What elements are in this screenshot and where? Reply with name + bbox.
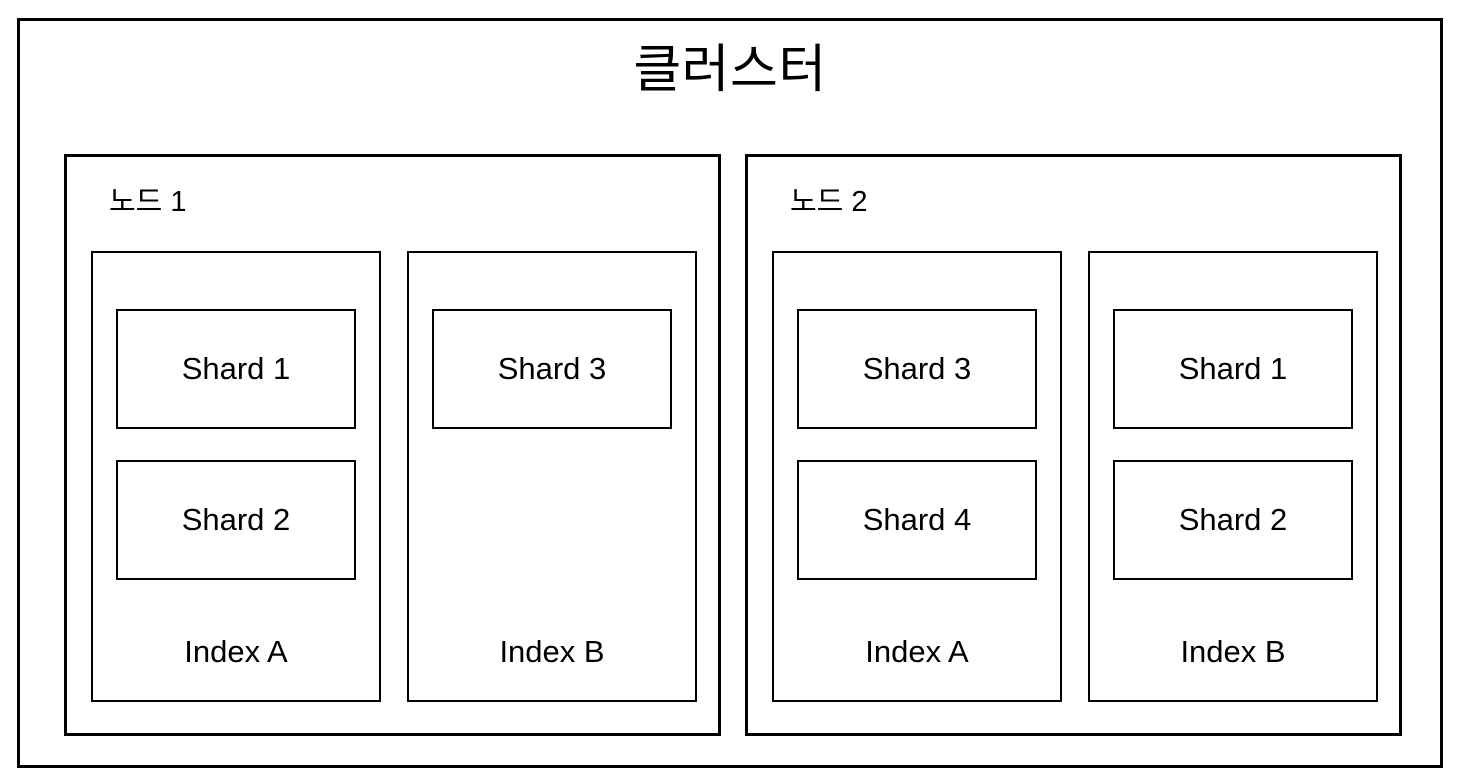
- node-1-index-a-shards: Shard 1 Shard 2: [116, 309, 356, 580]
- node-1-index-b-shards: Shard 3: [432, 309, 672, 429]
- shard-box: Shard 1: [116, 309, 356, 429]
- index-label: Index A: [865, 634, 969, 669]
- cluster-box: 클러스터 노드 1 Shard 1 Shard 2 Index A Shard …: [17, 18, 1443, 768]
- node-2-index-a-box: Shard 3 Shard 4 Index A: [772, 251, 1062, 702]
- shard-box: Shard 1: [1113, 309, 1353, 429]
- index-label: Index A: [184, 634, 288, 669]
- node-1-indexes-row: Shard 1 Shard 2 Index A Shard 3 Index B: [91, 251, 697, 702]
- node-2-box: 노드 2 Shard 3 Shard 4 Index A Shard 1 Sha…: [745, 154, 1402, 736]
- node-2-indexes-row: Shard 3 Shard 4 Index A Shard 1 Shard 2 …: [772, 251, 1378, 702]
- node-2-index-b-shards: Shard 1 Shard 2: [1113, 309, 1353, 580]
- shard-box: Shard 4: [797, 460, 1037, 580]
- node-2-label: 노드 2: [790, 186, 868, 218]
- shard-box: Shard 3: [432, 309, 672, 429]
- index-label: Index B: [1180, 634, 1286, 669]
- shard-box: Shard 3: [797, 309, 1037, 429]
- node-1-index-b-box: Shard 3 Index B: [407, 251, 697, 702]
- node-1-index-a-box: Shard 1 Shard 2 Index A: [91, 251, 381, 702]
- node-1-box: 노드 1 Shard 1 Shard 2 Index A Shard 3 Ind…: [64, 154, 721, 736]
- index-label: Index B: [499, 634, 605, 669]
- node-2-index-b-box: Shard 1 Shard 2 Index B: [1088, 251, 1378, 702]
- shard-box: Shard 2: [116, 460, 356, 580]
- cluster-title: 클러스터: [633, 41, 827, 99]
- nodes-row: 노드 1 Shard 1 Shard 2 Index A Shard 3 Ind…: [64, 154, 1402, 736]
- node-1-label: 노드 1: [109, 186, 187, 218]
- node-2-index-a-shards: Shard 3 Shard 4: [797, 309, 1037, 580]
- shard-box: Shard 2: [1113, 460, 1353, 580]
